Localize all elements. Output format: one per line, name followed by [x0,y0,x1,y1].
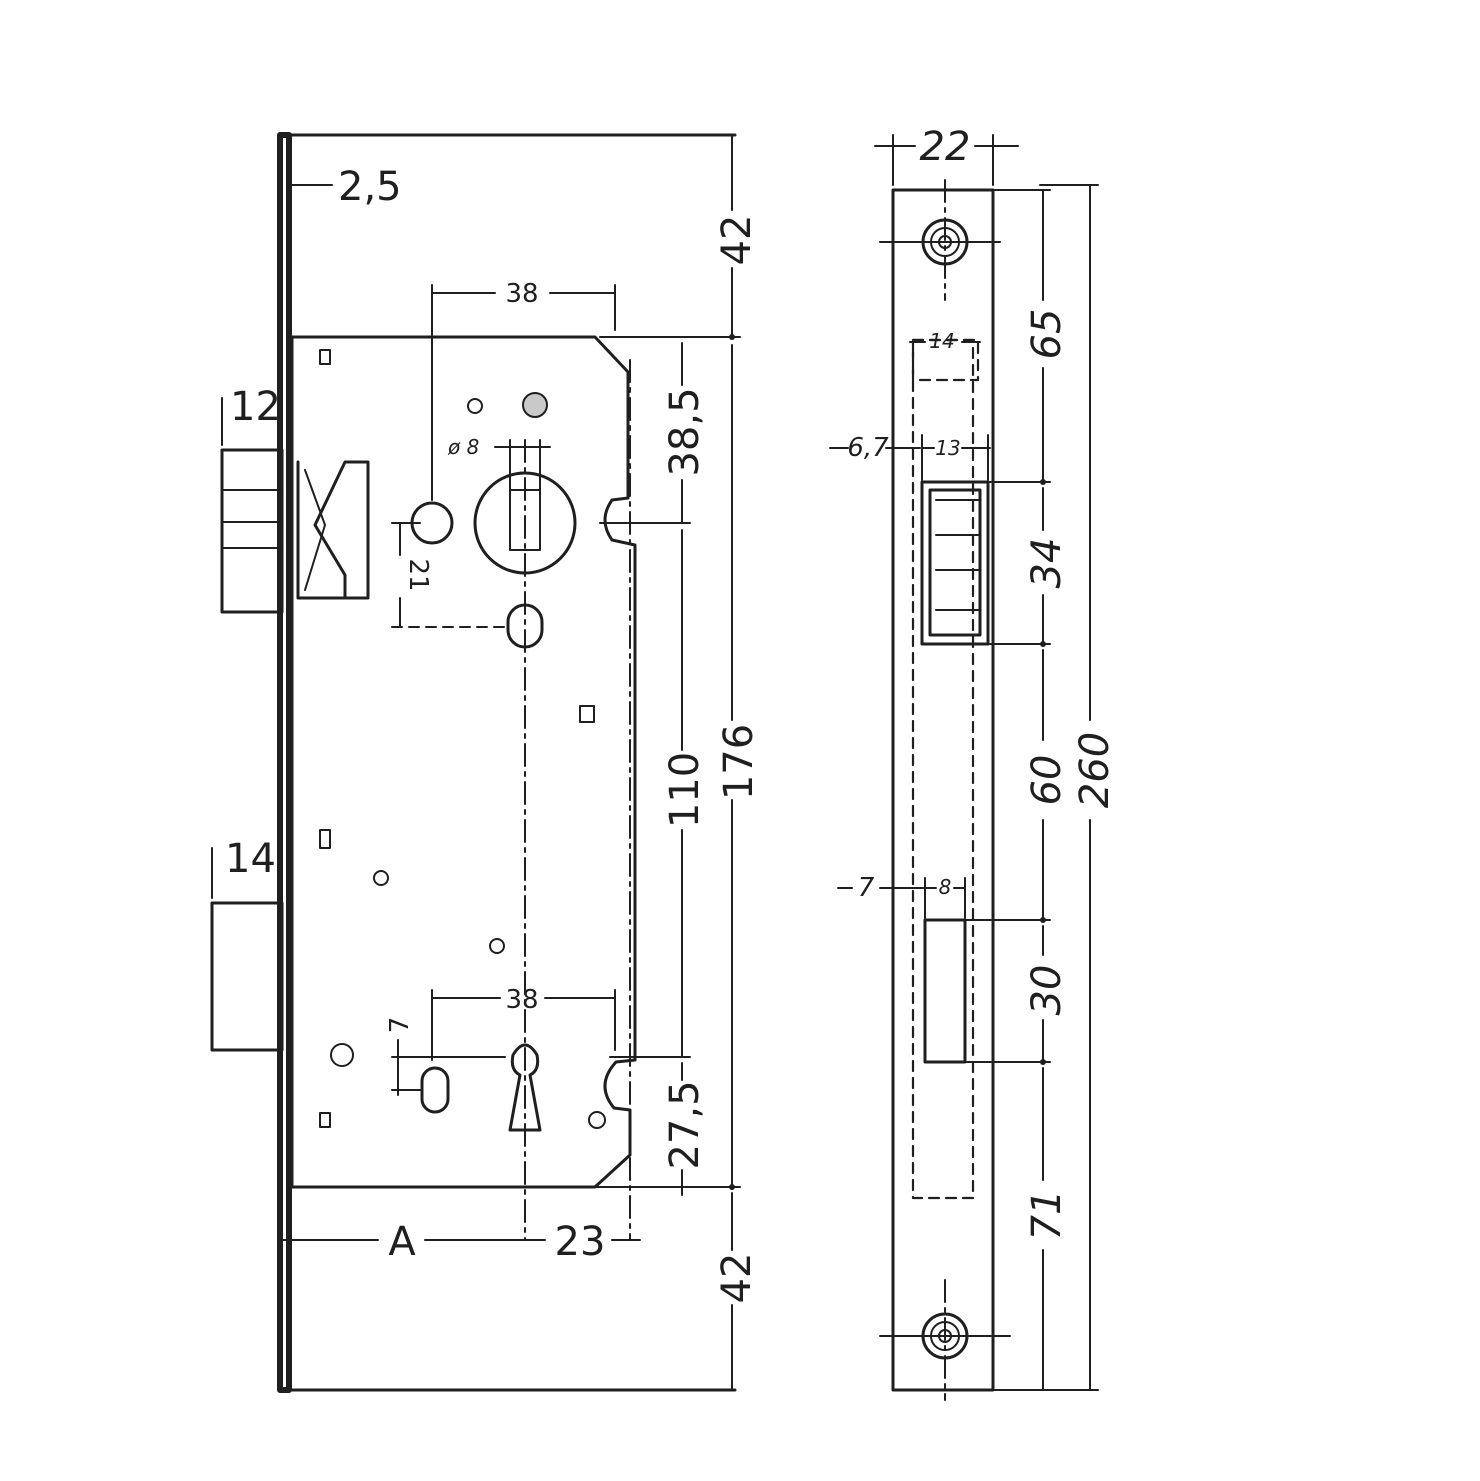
dim-bolt-offset: 7 [858,873,875,903]
latch-bolt [220,448,370,614]
dim-total-height: 260 [1072,732,1118,808]
dim-bolt-width: 8 [939,875,952,899]
dim-bottom-margin: 42 [714,1253,760,1304]
dim-backset: A [388,1219,416,1265]
dead-bolt [210,901,284,1052]
dim-spindle-offset: 21 [403,558,433,591]
dim-latch-height: 34 [1024,538,1070,589]
dim-latch-to-bolt: 60 [1024,755,1070,806]
dim-case-height: 176 [716,724,762,800]
dim-spindle-to-top: 38,5 [662,387,708,476]
dim-spindle-spacing: 38 [505,279,538,309]
dim-screw-to-latch: 65 [1024,309,1070,360]
dim-spindle-diameter: ø 8 [447,435,479,459]
dim-bolt-projection: 14 [225,836,276,882]
lock-case [290,335,637,1189]
dim-latch-offset: 6,7 [847,433,889,463]
dim-key-to-bottom: 27,5 [662,1080,708,1169]
dim-key-offset: 7 [385,1017,415,1034]
dim-handle-to-key: 110 [662,752,708,828]
dim-latch-width: 13 [935,436,960,460]
dim-bolt-height: 30 [1024,965,1070,1016]
dim-latch-width-top: 14 [929,329,954,353]
dim-backset-extra: 23 [555,1219,606,1265]
dim-top-margin: 42 [714,215,760,266]
side-view: 22 14 13 6,7 65 34 60 30 [829,124,1118,1401]
dim-faceplate-width: 22 [920,124,971,170]
keyhole [508,1043,542,1132]
front-faceplate [277,132,292,1393]
dim-key-spacing: 38 [505,985,538,1015]
dim-faceplate-thickness: 2,5 [338,164,402,210]
side-faceplate [891,188,995,1392]
dim-bolt-to-screw: 71 [1024,1190,1070,1241]
latch-opening [920,480,990,646]
bolt-opening [923,918,967,1064]
dim-latch-projection: 12 [230,384,281,430]
front-view: 2,5 42 38 ø 8 38,5 21 12 [210,132,762,1393]
